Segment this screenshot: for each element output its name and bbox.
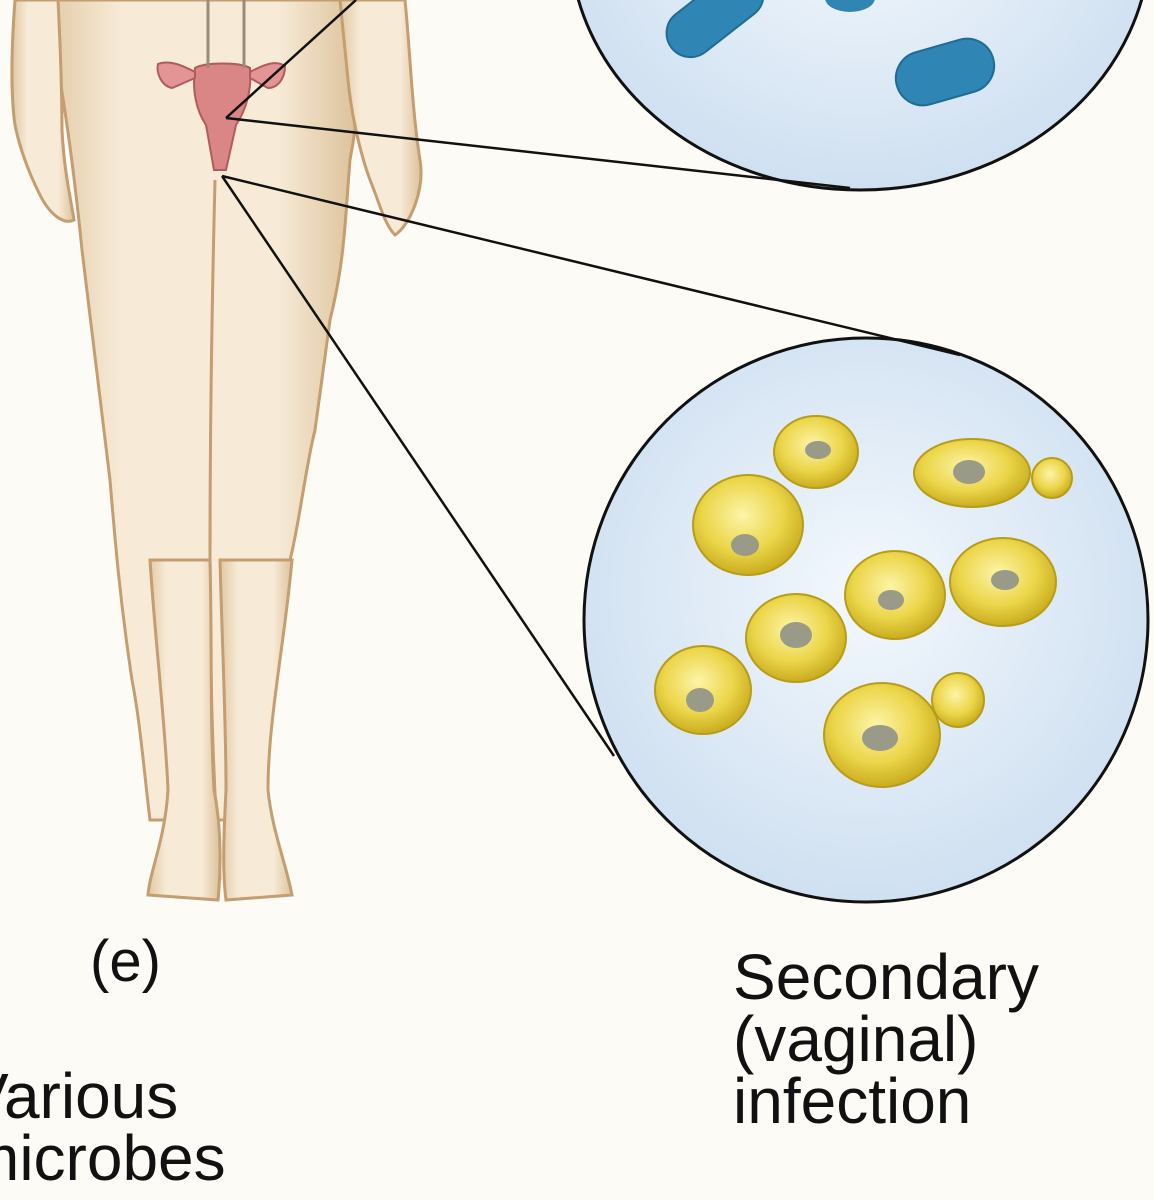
left-arm	[10, 0, 76, 223]
right-lower-leg	[218, 558, 294, 902]
yeast-cell-icon	[949, 537, 1057, 627]
right-caption: Secondary (vaginal) infection	[733, 941, 1039, 1137]
leader-line	[221, 174, 961, 357]
bacteria-magnification-icon	[577, 0, 1143, 192]
yeast-cell-icon	[745, 593, 847, 683]
bacterium-icon	[894, 37, 996, 107]
right-caption-line2: (vaginal)	[733, 1003, 979, 1075]
leader-line	[225, 0, 357, 119]
yeast-magnification-icon	[582, 336, 1150, 904]
left-caption-line1: Various	[0, 1060, 179, 1132]
left-lower-leg	[146, 558, 222, 902]
yeast-cell-icon	[773, 415, 859, 489]
right-caption-line1: Secondary	[733, 941, 1039, 1013]
panel-label: (e)	[90, 929, 161, 994]
bacterium-icon	[665, 0, 765, 59]
left-caption-line2: microbes	[0, 1122, 226, 1194]
uterus-icon	[156, 0, 287, 171]
leader-line	[225, 116, 851, 190]
yeast-cell-icon	[692, 474, 804, 576]
yeast-cell-icon	[823, 672, 985, 788]
leader-lines	[220, 0, 961, 757]
left-caption: Various microbes	[0, 1060, 226, 1194]
right-arm	[338, 0, 423, 237]
human-figure-icon	[10, 0, 423, 902]
right-caption-line3: infection	[733, 1065, 972, 1137]
bacterium-icon	[825, 0, 875, 12]
yeast-cell-icon	[844, 550, 946, 640]
leader-line	[220, 175, 616, 757]
top-magnifier-circle	[577, 0, 1143, 192]
yeast-cell-icon	[913, 438, 1073, 508]
yeast-cell-icon	[654, 645, 752, 735]
